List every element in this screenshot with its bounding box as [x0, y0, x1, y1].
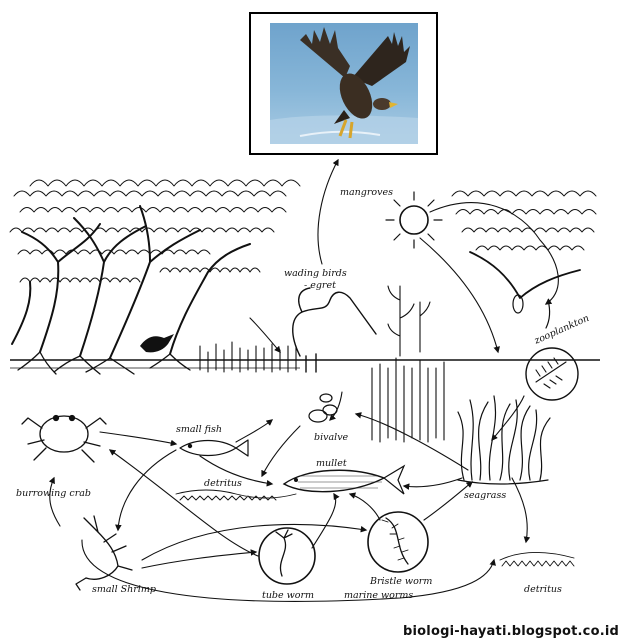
label-egret: - egret: [304, 280, 336, 291]
label-mangroves: mangroves: [340, 187, 393, 198]
label-zooplankton: zooplankton: [532, 313, 591, 347]
sun-icon: [386, 192, 442, 248]
label-small-fish: small fish: [176, 424, 222, 435]
eagle-photo: [250, 13, 437, 154]
food-web-arrows: [50, 160, 559, 601]
detritus-center: [176, 490, 296, 500]
label-detritus-right: detritus: [524, 584, 562, 595]
diagram-labels: mangroves wading birds - egret zooplankt…: [16, 187, 591, 601]
seagrass: [458, 396, 550, 484]
detritus-right: [500, 552, 574, 566]
mangrove-trees-right: [452, 191, 596, 328]
mullet-icon: [284, 466, 404, 494]
burrowing-crab-icon: [22, 416, 106, 463]
label-marine-worms: marine worms: [344, 590, 413, 601]
tube-worm-circle: [259, 528, 315, 584]
label-burrowing-crab: burrowing crab: [16, 488, 91, 499]
label-wading-birds: wading birds: [284, 268, 347, 279]
zooplankton-circle: [526, 348, 578, 400]
pneumatophores: [200, 286, 444, 442]
water-surface: [10, 360, 600, 368]
label-small-shrimp: small Shrimp: [92, 584, 156, 595]
label-bivalve: bivalve: [314, 432, 349, 443]
label-seagrass: seagrass: [464, 490, 506, 501]
watermark-text: biologi-hayati.blogspot.co.id: [403, 624, 619, 639]
label-bristle-worm: Bristle worm: [369, 576, 432, 587]
bivalve-icon: [309, 394, 337, 422]
small-fish-icon: [180, 440, 248, 456]
bristle-worm-circle: [368, 512, 428, 572]
label-mullet: mullet: [316, 458, 347, 469]
mangrove-trees-left: [10, 180, 300, 374]
label-tube-worm: tube worm: [262, 590, 314, 601]
label-detritus-center: detritus: [204, 478, 242, 489]
